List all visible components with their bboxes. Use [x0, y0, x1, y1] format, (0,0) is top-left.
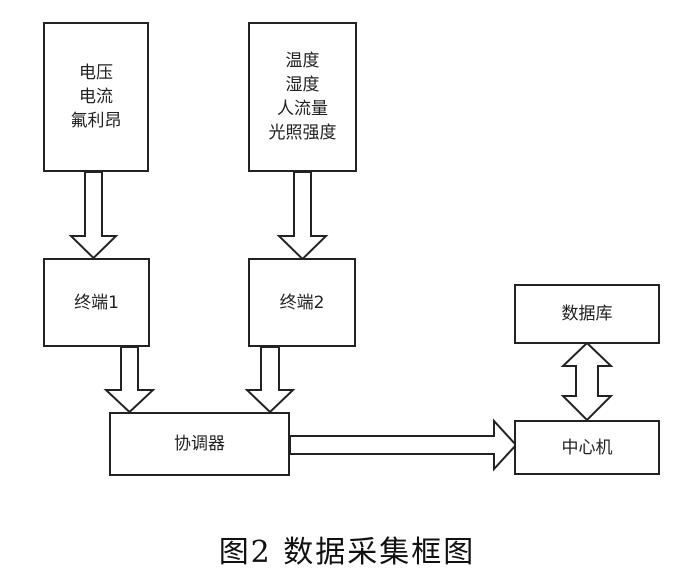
sensor-label: 湿度: [285, 75, 320, 95]
sensor-label: 电压: [79, 63, 113, 83]
host-label: 中心机: [561, 437, 613, 458]
sensors-box-1: 电压 电流 氟利昂: [43, 22, 149, 172]
host-box: 中心机: [514, 420, 660, 475]
figure-caption: 图2 数据采集框图: [218, 535, 476, 570]
arrow-coordinator-to-host: [289, 418, 518, 472]
database-box: 数据库: [514, 284, 660, 344]
sensor-label: 光照强度: [268, 123, 337, 143]
terminal-1-box: 终端1: [43, 258, 150, 347]
arrow-terminal1-to-coordinator: [103, 346, 156, 414]
terminal-2-box: 终端2: [248, 258, 356, 347]
database-label: 数据库: [561, 304, 613, 324]
sensor-label: 人流量: [277, 99, 328, 119]
sensor-label: 电流: [79, 87, 113, 107]
arrow-terminal2-to-coordinator: [244, 346, 296, 414]
sensor-label: 氟利昂: [70, 111, 122, 131]
sensors-box-2: 温度 湿度 人流量 光照强度: [248, 22, 357, 172]
arrow-sensors1-to-terminal1: [68, 171, 119, 260]
arrow-sensors2-to-terminal2: [276, 171, 329, 261]
coordinator-label: 协调器: [174, 434, 225, 454]
sensor-label: 温度: [285, 51, 320, 71]
terminal-2-label: 终端2: [279, 292, 325, 313]
coordinator-box: 协调器: [109, 412, 290, 476]
arrow-database-host-bidirectional: [560, 341, 614, 422]
terminal-1-label: 终端1: [74, 292, 119, 313]
